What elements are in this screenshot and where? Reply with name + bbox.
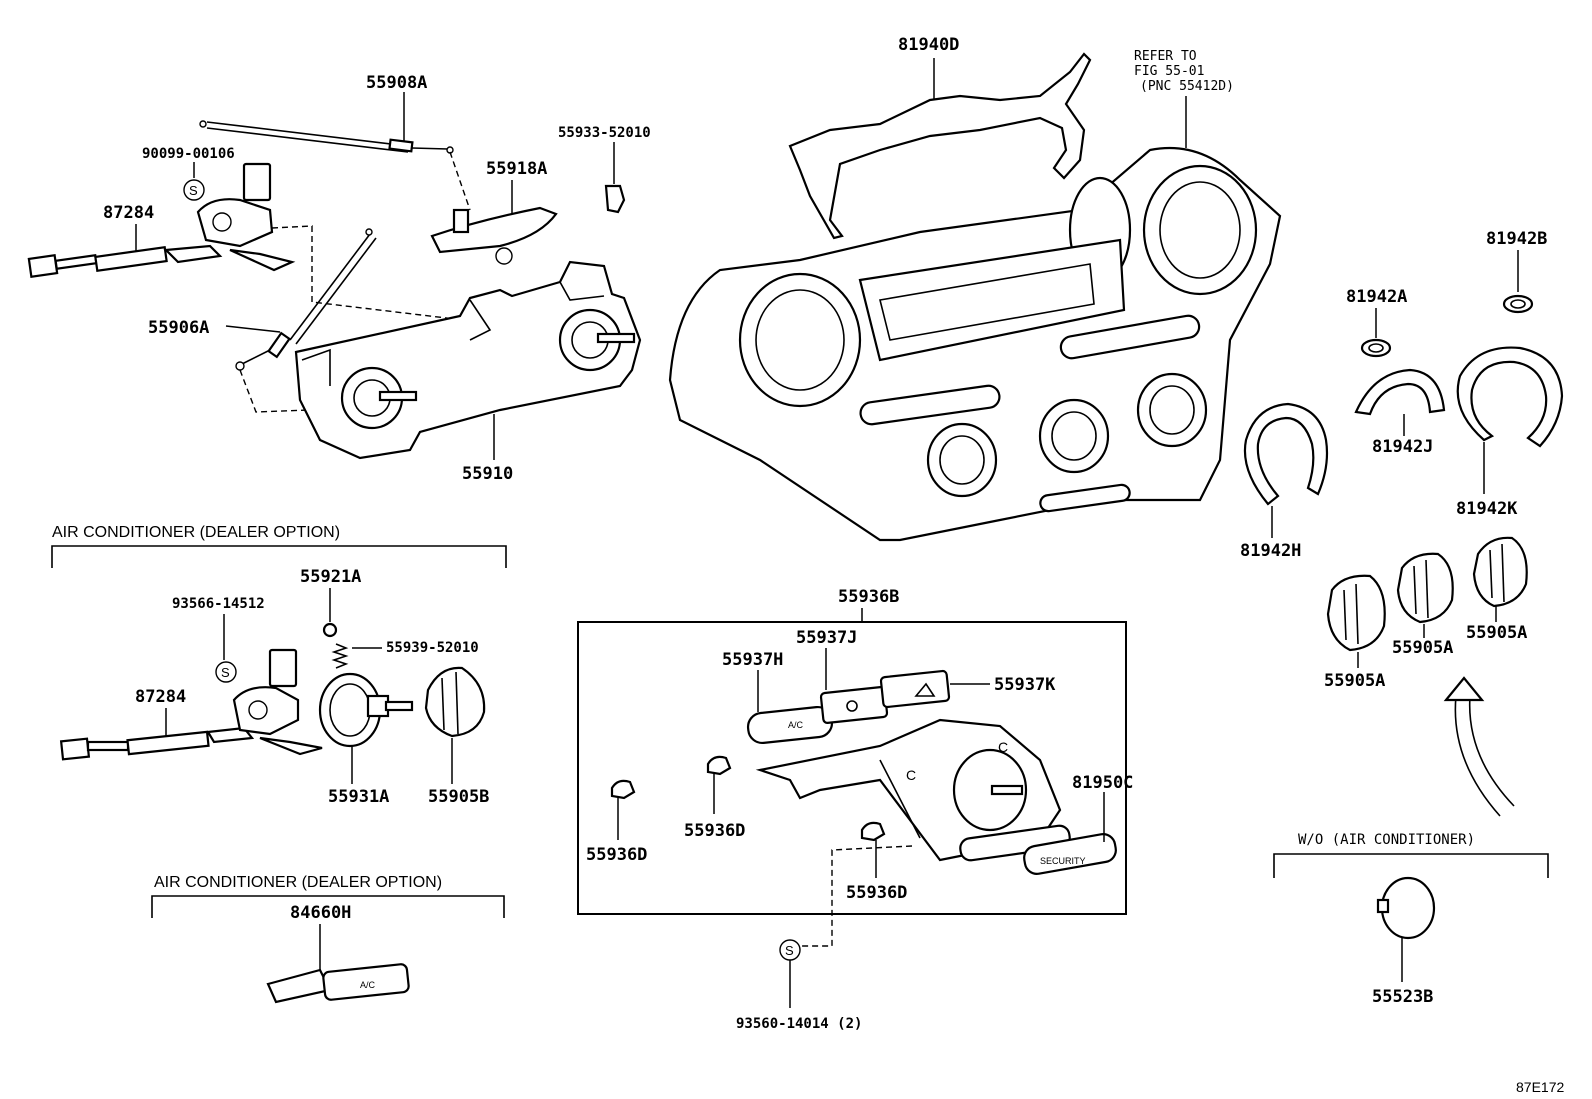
- indicator-plate-81942j: [1354, 368, 1446, 416]
- label-55906a: 55906A: [148, 318, 209, 338]
- lever-55918a: [430, 206, 558, 265]
- label-55937k: 55937K: [994, 675, 1056, 695]
- svg-text:A/C: A/C: [788, 720, 804, 730]
- refer-note-line3: (PNC 55412D): [1140, 79, 1234, 94]
- label-81942a: 81942A: [1346, 287, 1407, 307]
- knob-55905a-3: [1472, 536, 1528, 608]
- refer-note-line2: FIG 55-01: [1134, 64, 1204, 79]
- label-81942b: 81942B: [1486, 229, 1547, 249]
- ring-81942a: [1360, 338, 1392, 358]
- label-55939-52010: 55939-52010: [386, 640, 479, 656]
- refer-note-line1: REFER TO: [1134, 49, 1197, 64]
- switch-55937j: [819, 686, 889, 724]
- label-55936b: 55936B: [838, 587, 899, 607]
- bulb-55936d-left: [610, 779, 636, 800]
- ring-81942k: [1456, 346, 1564, 448]
- header-wo-ac: W/O (AIR CONDITIONER): [1298, 832, 1475, 848]
- svg-text:S: S: [189, 183, 198, 198]
- svg-text:S: S: [221, 665, 230, 680]
- cable-55908a: [199, 120, 454, 154]
- clip-55933-52010: [604, 184, 626, 214]
- label-93560-14014: 93560-14014 (2): [736, 1016, 862, 1032]
- label-55937h: 55937H: [722, 650, 783, 670]
- cable-55906a: [235, 228, 377, 371]
- label-81942k: 81942K: [1456, 499, 1518, 519]
- button-81950c: SECURITY: [959, 824, 1117, 875]
- switch-55937h: A/C: [746, 705, 834, 745]
- svg-text:S: S: [785, 943, 794, 958]
- svg-text:C: C: [906, 767, 916, 783]
- knob-55905a-2: [1396, 552, 1454, 624]
- label-81940d: 81940D: [898, 35, 959, 55]
- label-55905a-3: 55905A: [1466, 623, 1527, 643]
- switch-84660h: A/C: [266, 963, 410, 1004]
- ring-81942b: [1502, 294, 1534, 314]
- label-55933-52010: 55933-52010: [558, 125, 651, 141]
- heater-control-base-55910: [294, 260, 642, 460]
- label-55905a-1: 55905A: [1324, 671, 1385, 691]
- screw-s-mid: S: [215, 661, 237, 683]
- screw-s-bottom: S: [779, 939, 801, 961]
- label-55936d-left: 55936D: [586, 845, 647, 865]
- screw-s-top: S: [183, 179, 205, 201]
- svg-text:A/C: A/C: [360, 980, 376, 990]
- actuator-87284-top: [27, 162, 296, 278]
- ring-81942h: [1243, 402, 1329, 506]
- actuator-87284-bottom: [59, 648, 323, 761]
- label-55905a-2: 55905A: [1392, 638, 1453, 658]
- bracket-81940d: [788, 52, 1092, 240]
- ball-55921a: [322, 622, 338, 638]
- cluster-finish-panel: [668, 146, 1282, 542]
- bracket-55936b: C C: [755, 718, 1062, 862]
- label-55936d-mid: 55936D: [684, 821, 745, 841]
- label-55910: 55910: [462, 464, 513, 484]
- svg-text:C: C: [998, 739, 1008, 755]
- label-87284-top: 87284: [103, 203, 154, 223]
- label-55908a: 55908A: [366, 73, 427, 93]
- knob-55905b: [424, 666, 486, 738]
- label-81942h: 81942H: [1240, 541, 1301, 561]
- label-93566-14512: 93566-14512: [172, 596, 265, 612]
- switch-55937k: [879, 669, 951, 709]
- label-55905b: 55905B: [428, 787, 489, 807]
- label-55937j: 55937J: [796, 628, 857, 648]
- label-90099-00106: 90099-00106: [142, 146, 235, 162]
- label-55918a: 55918A: [486, 159, 547, 179]
- arrow-icon: [1443, 676, 1515, 817]
- switch-55931a: [318, 672, 414, 748]
- label-55931a: 55931A: [328, 787, 389, 807]
- bulb-55936d-bottom: [860, 821, 886, 842]
- spring-55939-52010: [331, 643, 349, 669]
- svg-text:SECURITY: SECURITY: [1040, 856, 1086, 866]
- label-84660h: 84660H: [290, 903, 351, 923]
- knob-55905a-1: [1326, 574, 1386, 652]
- label-81942j: 81942J: [1372, 437, 1433, 457]
- label-55523b: 55523B: [1372, 987, 1433, 1007]
- assembly-box-55936b: [577, 621, 1127, 915]
- header-ac-dealer-option-2: AIR CONDITIONER (DEALER OPTION): [154, 874, 442, 891]
- cap-55523b: [1376, 876, 1436, 940]
- label-81950c: 81950C: [1072, 773, 1133, 793]
- bulb-55936d-mid: [706, 755, 732, 776]
- figure-code: 87E172: [1516, 1079, 1564, 1095]
- label-87284-bottom: 87284: [135, 687, 186, 707]
- label-55936d-bottom: 55936D: [846, 883, 907, 903]
- label-55921a: 55921A: [300, 567, 361, 587]
- header-ac-dealer-option-1: AIR CONDITIONER (DEALER OPTION): [52, 524, 340, 541]
